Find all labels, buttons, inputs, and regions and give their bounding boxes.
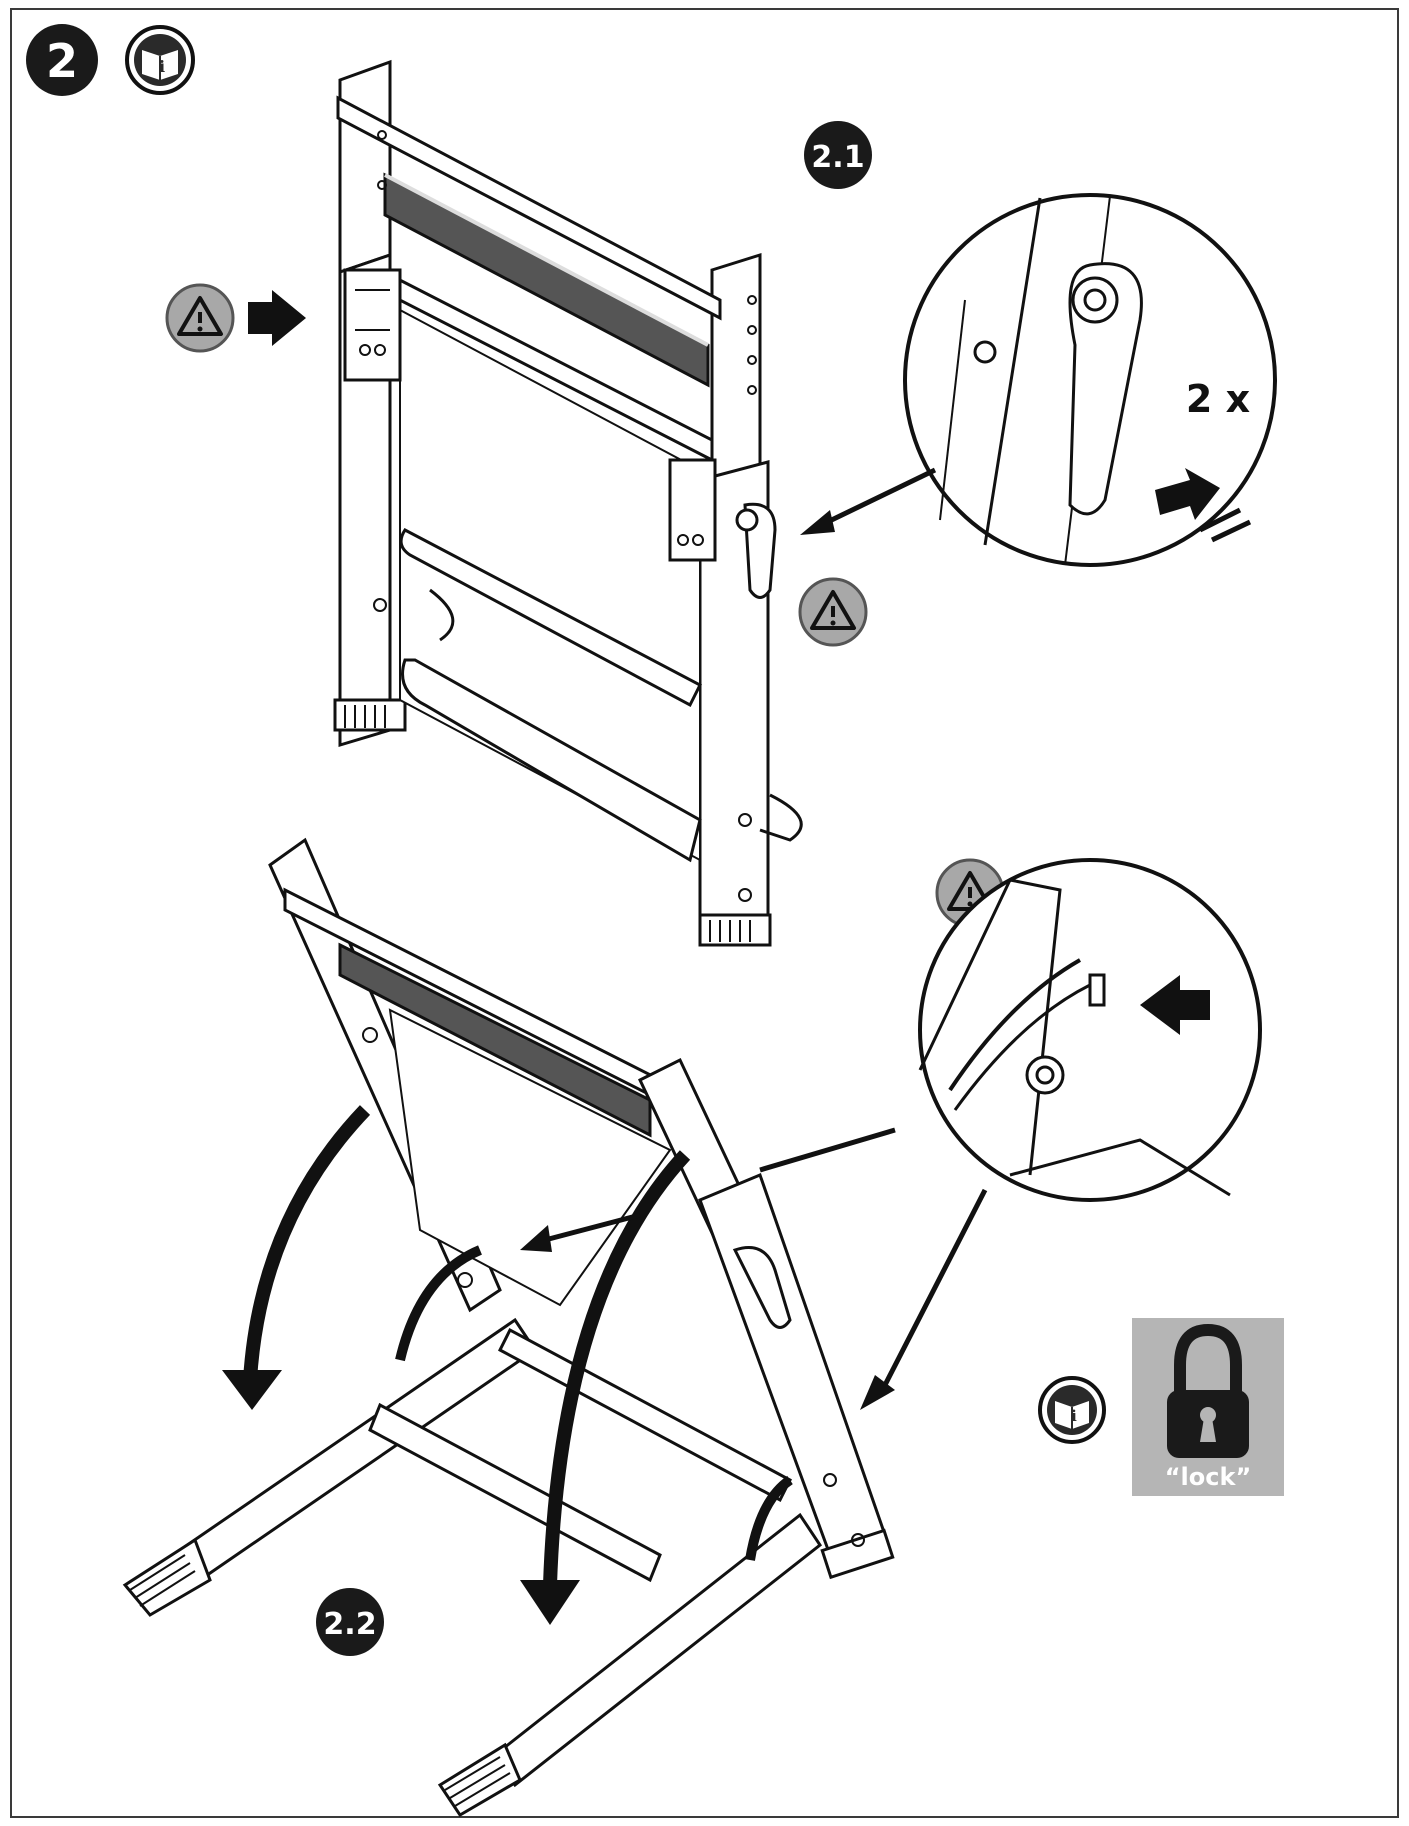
rotation-arrow-icon <box>222 1105 371 1410</box>
detail-zoom-lever: 2 x <box>903 193 1277 567</box>
pointer-arrow-icon <box>520 1212 641 1252</box>
warning-icon <box>798 577 868 647</box>
substep-badge-2-2: 2.2 <box>316 1588 384 1656</box>
detail-zoom-hinge <box>918 858 1262 1202</box>
warning-icon <box>165 283 235 353</box>
svg-text:i: i <box>1071 1407 1077 1425</box>
lock-panel: “lock” <box>1132 1318 1284 1496</box>
lock-label: “lock” <box>1165 1463 1251 1491</box>
push-arrow-icon <box>248 290 306 346</box>
substep-badge-2-1: 2.1 <box>804 121 872 189</box>
padlock-icon <box>1167 1323 1249 1458</box>
substep-2-2-label: 2.2 <box>323 1607 376 1642</box>
read-manual-icon: i <box>1038 1376 1106 1444</box>
step-number: 2 <box>46 34 78 88</box>
svg-text:i: i <box>159 57 165 76</box>
substep-2-1-label: 2.1 <box>811 140 864 175</box>
unfolded-stand-illustration <box>122 837 895 1818</box>
read-manual-icon: i <box>125 25 195 95</box>
folded-stand-illustration <box>333 59 803 947</box>
step-badge: 2 <box>26 24 98 96</box>
pointer-arrow-icon <box>800 467 937 535</box>
pointer-arrow-icon <box>759 1127 988 1410</box>
rotation-arrow-icon <box>520 1150 691 1625</box>
multiplier-label: 2 x <box>1186 377 1250 421</box>
